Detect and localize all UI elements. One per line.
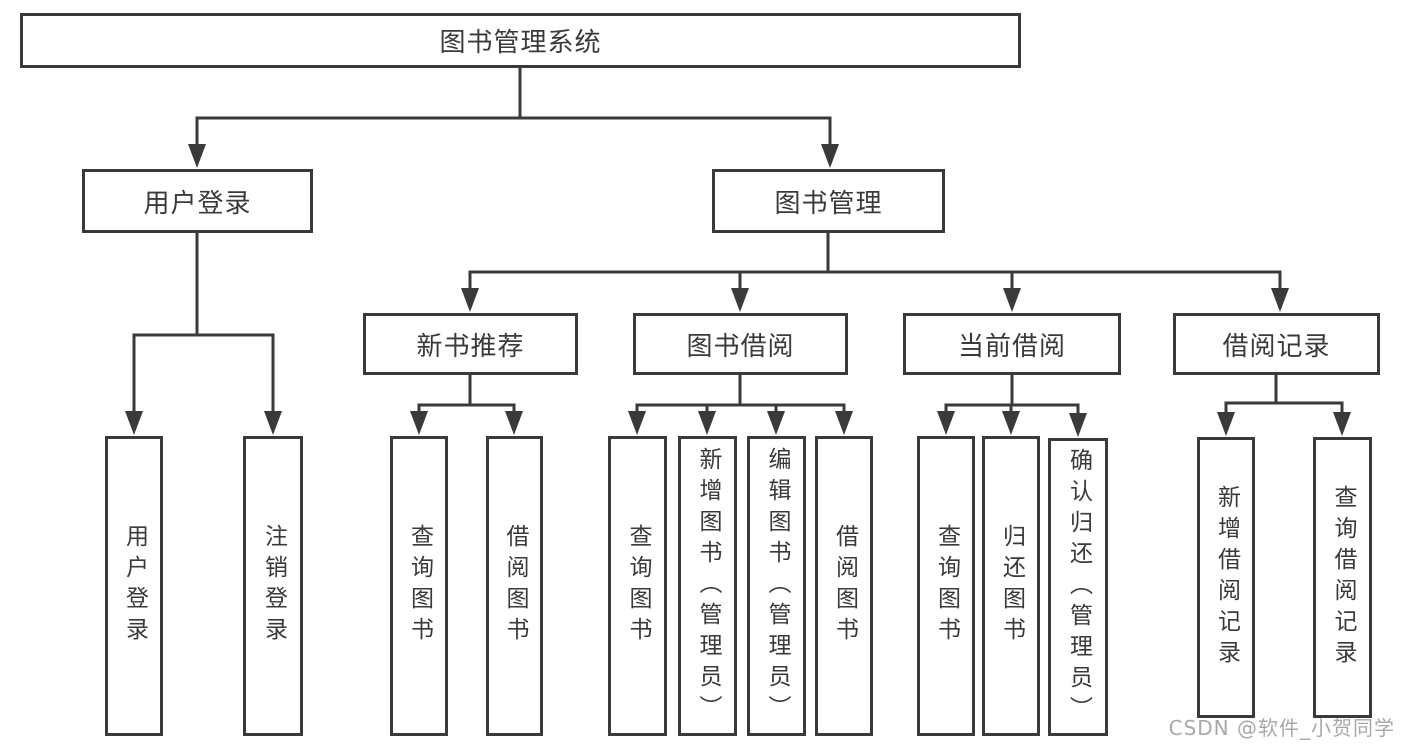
leaf-add-borrow-record: 新增借阅记录 xyxy=(1197,437,1255,718)
arrowheads xyxy=(125,144,1351,437)
leaf-query-books-current-label: 查询图书 xyxy=(933,524,960,648)
leaf-borrow-books-recommend-label: 借阅图书 xyxy=(502,524,528,648)
leaf-confirm-return-admin: 确认归还（管理员） xyxy=(1048,438,1108,736)
leaf-borrow-books-recommend: 借阅图书 xyxy=(486,436,543,736)
leaf-query-books-recommend-label: 查询图书 xyxy=(406,524,433,648)
leaf-confirm-return-admin-label: 确认归还（管理员） xyxy=(1065,447,1092,727)
leaf-edit-books-admin-label: 编辑图书（管理员） xyxy=(764,446,790,726)
node-book-borrowing-label: 图书借阅 xyxy=(686,331,795,362)
node-book-management-label: 图书管理 xyxy=(774,188,883,219)
leaf-edit-books-admin: 编辑图书（管理员） xyxy=(747,436,806,736)
leaf-logout-label: 注销登录 xyxy=(260,524,287,648)
leaf-query-borrow-record-label: 查询借阅记录 xyxy=(1330,484,1356,671)
leaf-query-books-borrow: 查询图书 xyxy=(608,436,667,736)
node-book-management: 图书管理 xyxy=(712,169,945,233)
leaf-logout: 注销登录 xyxy=(243,436,303,736)
leaf-query-books-current: 查询图书 xyxy=(917,436,975,736)
node-book-borrowing: 图书借阅 xyxy=(633,313,848,375)
node-borrow-records: 借阅记录 xyxy=(1173,313,1380,375)
node-current-borrowing-label: 当前借阅 xyxy=(957,331,1066,362)
leaf-query-borrow-record: 查询借阅记录 xyxy=(1313,437,1372,718)
node-current-borrowing: 当前借阅 xyxy=(903,313,1121,375)
leaf-query-books-recommend: 查询图书 xyxy=(390,436,448,736)
node-root-system-label: 图书管理系统 xyxy=(439,28,602,58)
leaf-user-login-label: 用户登录 xyxy=(121,524,148,648)
node-root-system: 图书管理系统 xyxy=(20,13,1021,68)
leaf-add-borrow-record-label: 新增借阅记录 xyxy=(1213,484,1240,671)
node-new-book-recommend-label: 新书推荐 xyxy=(416,331,525,362)
node-user-login: 用户登录 xyxy=(82,169,313,233)
leaf-borrow-books-label: 借阅图书 xyxy=(831,524,858,648)
leaf-query-books-borrow-label: 查询图书 xyxy=(625,524,651,648)
node-borrow-records-label: 借阅记录 xyxy=(1222,331,1331,362)
csdn-watermark: CSDN @软件_小贺同学 xyxy=(1168,716,1395,740)
leaf-return-books: 归还图书 xyxy=(982,436,1040,736)
leaf-add-books-admin-label: 新增图书（管理员） xyxy=(695,446,721,726)
leaf-add-books-admin: 新增图书（管理员） xyxy=(678,436,737,736)
node-user-login-label: 用户登录 xyxy=(143,188,252,219)
leaf-user-login: 用户登录 xyxy=(105,436,163,736)
node-new-book-recommend: 新书推荐 xyxy=(363,313,578,375)
leaf-return-books-label: 归还图书 xyxy=(998,524,1025,648)
leaf-borrow-books: 借阅图书 xyxy=(815,436,873,736)
